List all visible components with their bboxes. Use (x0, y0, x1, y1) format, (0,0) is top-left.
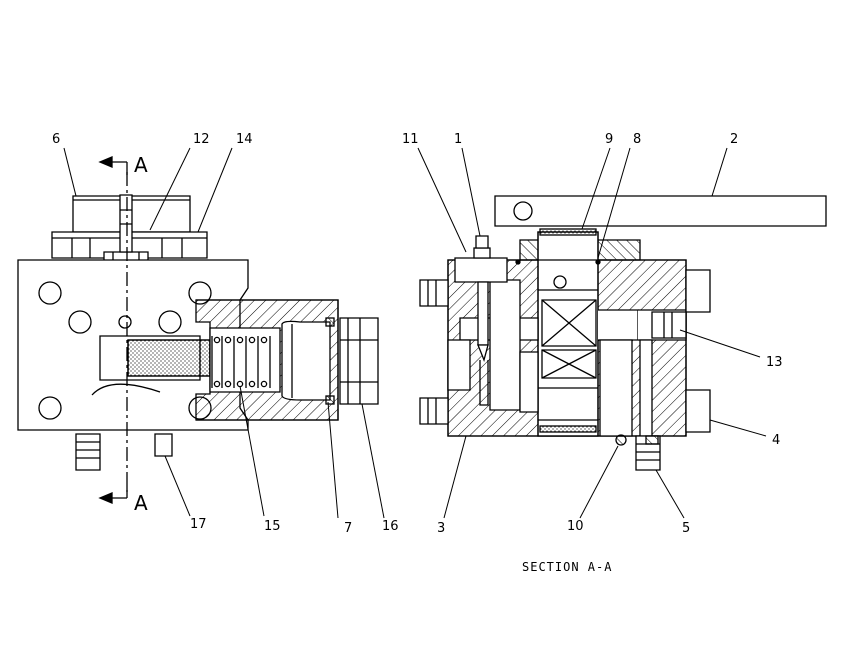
callout-12: 12 (193, 132, 210, 147)
callout-9: 9 (605, 132, 613, 147)
callout-7: 7 (344, 521, 352, 536)
section-view (419, 195, 827, 471)
leader-lines (63, 147, 767, 519)
section-marker-bottom: A (134, 491, 148, 515)
callout-17: 17 (190, 517, 207, 532)
section-caption: SECTION A-A (522, 560, 612, 574)
callout-11: 11 (402, 132, 419, 147)
callout-3: 3 (437, 521, 445, 536)
callout-16: 16 (382, 519, 399, 534)
callout-1: 1 (454, 132, 462, 147)
callout-2: 2 (730, 132, 738, 147)
callout-8: 8 (633, 132, 641, 147)
left-view (17, 156, 379, 504)
spring (211, 336, 271, 388)
callout-13: 13 (766, 355, 783, 370)
callout-5: 5 (682, 521, 690, 536)
callout-14: 14 (236, 132, 253, 147)
callout-4: 4 (772, 433, 780, 448)
callout-15: 15 (264, 519, 281, 534)
callout-10: 10 (567, 519, 584, 534)
callout-6: 6 (52, 132, 60, 147)
section-marker-top: A (134, 153, 148, 177)
